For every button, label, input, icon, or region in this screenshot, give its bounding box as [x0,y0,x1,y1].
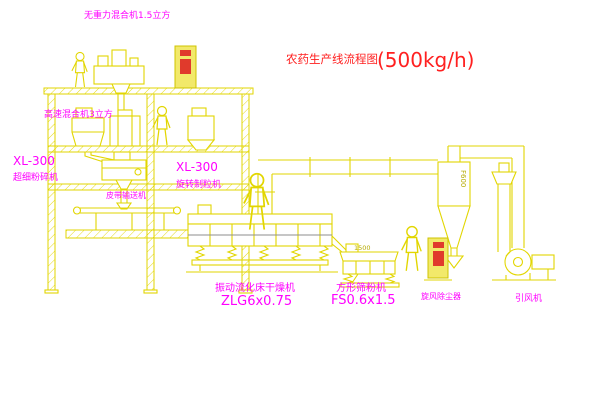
exhaust-stack [491,162,517,252]
control-cabinet-1 [174,45,197,89]
label-top-mixer: 无重力混合机1.5立方 [84,9,170,21]
worker-roof [71,51,88,88]
cyclone-separator [437,146,471,269]
label-granulator-left-name: 超细粉碎机 [13,171,58,183]
label-belt-conveyor: 皮带输送机 [106,190,146,200]
duct-to-cyclone [258,157,438,177]
label-fan: 引风机 [515,292,542,304]
worker-floor2 [152,105,171,146]
induced-draft-fan [492,248,556,281]
fluid-bed-dryer [186,174,347,273]
gravity-free-mixer [93,49,145,112]
rotary-granulator [101,151,147,210]
floor2-hopper-machine [109,109,141,147]
high-speed-mixer [71,107,105,147]
building-frame [43,87,254,294]
diagram-title: 农药生产线流程图 [286,52,378,66]
dim-cyclone-diameter: F600 [459,170,467,187]
ground-hatch [65,229,189,239]
dim-sieve-length: 1500 [354,244,371,252]
label-dryer-model: ZLG6x0.75 [221,294,292,309]
label-granulator-right-model: XL-300 [176,160,218,174]
label-dryer-name: 振动流化床干燥机 [215,281,295,294]
diagram-title-capacity: (500kg/h) [377,48,474,72]
control-cabinet-2 [424,237,452,281]
label-sieve-model: FS0.6x1.5 [331,293,396,308]
label-cyclone: 旋风除尘器 [421,291,461,301]
belt-conveyor [72,206,182,230]
label-high-speed-mixer: 高速混合机3立方 [44,108,113,120]
label-granulator-left-model: XL-300 [13,154,55,168]
square-sieve [339,243,400,288]
floor2-cone-tank [186,107,216,151]
label-granulator-right-name: 旋转制粒机 [176,178,221,190]
worker-sieve [400,225,422,272]
label-sieve-name: 方形筛粉机 [336,281,386,294]
